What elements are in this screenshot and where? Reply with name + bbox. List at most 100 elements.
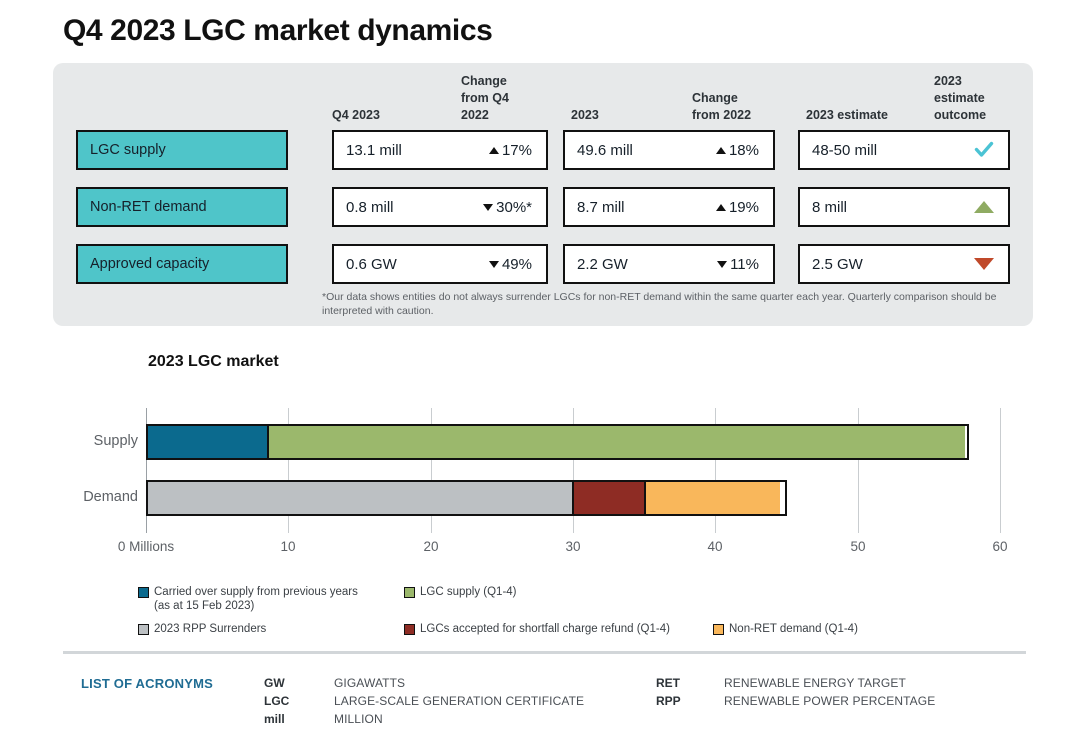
cell-approved-capacity-2023: 2.2 GW 11% [563, 244, 775, 284]
acronyms-title: LIST OF ACRONYMS [81, 676, 213, 691]
bar-demand [146, 480, 787, 516]
cell-delta: 11% [717, 256, 759, 273]
xtick-label-0: 0 Millions [117, 539, 175, 554]
check-icon [974, 141, 994, 159]
acronyms-divider [63, 651, 1026, 654]
cell-lgc-supply-estimate: 48-50 mill [798, 130, 1010, 170]
column-header-outcome-line1: 2023 [934, 74, 962, 88]
triangle-down-icon [717, 260, 728, 268]
cell-non-ret-demand-2023: 8.7 mill 19% [563, 187, 775, 227]
cell-delta-text: 18% [728, 141, 759, 159]
legend-swatch-icon [404, 587, 415, 598]
gridline-10 [288, 408, 289, 533]
summary-footnote: *Our data shows entities do not always s… [322, 291, 997, 317]
cell-approved-capacity-estimate: 2.5 GW [798, 244, 1010, 284]
legend-label-line2: (as at 15 Feb 2023) [154, 599, 255, 612]
legend-label-line1: Carried over supply from previous years [154, 586, 358, 598]
cell-approved-capacity-q4-2023: 0.6 GW 49% [332, 244, 548, 284]
column-header-change-q4-2022-line1: Change [461, 74, 507, 88]
column-header-outcome-line2: estimate [934, 91, 985, 105]
legend-item-lgc-supply: LGC supply (Q1-4) [404, 586, 634, 600]
metric-label-non-ret-demand: Non-RET demand [76, 187, 288, 227]
triangle-down-icon [974, 258, 994, 270]
acronym-value-ret: RENEWABLE ENERGY TARGET [724, 676, 906, 690]
column-header-2023: 2023 [571, 108, 599, 122]
cell-delta-text: 11% [730, 255, 759, 273]
metric-label-text: LGC supply [90, 142, 166, 158]
legend-item-rpp-surrenders: 2023 RPP Surrenders [138, 623, 388, 637]
cell-value: 2.5 GW [812, 255, 863, 273]
cell-delta-text: 49% [501, 255, 532, 273]
legend-label: Carried over supply from previous years … [154, 586, 358, 613]
acronym-key-ret: RET [656, 676, 680, 690]
cell-value: 0.6 GW [346, 255, 397, 273]
acronym-value-rpp: RENEWABLE POWER PERCENTAGE [724, 694, 936, 708]
acronym-key-rpp: RPP [656, 694, 681, 708]
cell-delta-text: 17% [501, 141, 532, 159]
cell-value: 2.2 GW [577, 255, 628, 273]
legend-swatch-icon [713, 624, 724, 635]
triangle-up-icon [974, 201, 994, 213]
bar-segment-non-ret-demand [643, 482, 780, 514]
bar-segment-rpp-surrenders [148, 482, 572, 514]
column-header-change-q4-2022-line3: 2022 [461, 108, 489, 122]
legend-item-shortfall-refund: LGCs accepted for shortfall charge refun… [404, 623, 714, 637]
metric-label-text: Non-RET demand [90, 199, 207, 215]
cell-delta: 17% [488, 141, 532, 159]
cell-delta: 30%* [483, 199, 532, 216]
legend-swatch-icon [404, 624, 415, 635]
legend-item-carried-over-supply: Carried over supply from previous years … [138, 586, 388, 613]
column-header-change-2022-line1: Change [692, 91, 738, 105]
xtick-label-30: 30 [565, 539, 581, 554]
cell-delta-text: 30%* [496, 198, 532, 216]
cell-value: 8.7 mill [577, 198, 625, 216]
bar-segment-shortfall-refund [572, 482, 644, 514]
cell-lgc-supply-2023: 49.6 mill 18% [563, 130, 775, 170]
xtick-label-40: 40 [707, 539, 723, 554]
gridline-40 [715, 408, 716, 533]
cell-value: 13.1 mill [346, 141, 402, 159]
bar-segment-carried-over-supply [148, 426, 267, 458]
column-header-change-2022-line2: from 2022 [692, 108, 752, 122]
bar-supply [146, 424, 969, 460]
column-header-change-q4-2022-line2: from Q4 [461, 91, 509, 105]
legend-label: Non-RET demand (Q1-4) [729, 623, 858, 635]
xtick-label-10: 10 [280, 539, 296, 554]
chart-category-label-supply: Supply [93, 433, 138, 449]
cell-value: 0.8 mill [346, 198, 394, 216]
legend-label: 2023 RPP Surrenders [154, 623, 267, 635]
cell-delta: 19% [715, 198, 759, 216]
page-title: Q4 2023 LGC market dynamics [63, 14, 493, 47]
triangle-down-icon [483, 203, 494, 211]
cell-value: 49.6 mill [577, 141, 633, 159]
metric-label-approved-capacity: Approved capacity [76, 244, 288, 284]
gridline-50 [858, 408, 859, 533]
triangle-down-icon [488, 260, 499, 268]
legend-label: LGCs accepted for shortfall charge refun… [420, 623, 670, 635]
acronym-value-lgc: LARGE-SCALE GENERATION CERTIFICATE [334, 694, 585, 708]
triangle-up-icon [715, 146, 726, 154]
cell-value: 48-50 mill [812, 141, 878, 159]
xtick-label-50: 50 [850, 539, 866, 554]
metric-label-lgc-supply: LGC supply [76, 130, 288, 170]
chart-title: 2023 LGC market [148, 353, 279, 370]
cell-non-ret-demand-q4-2023: 0.8 mill 30%* [332, 187, 548, 227]
legend-swatch-icon [138, 624, 149, 635]
metric-label-text: Approved capacity [90, 256, 210, 272]
acronym-key-lgc: LGC [264, 694, 290, 708]
gridline-60 [1000, 408, 1001, 533]
legend-swatch-icon [138, 587, 149, 598]
legend-item-non-ret-demand: Non-RET demand (Q1-4) [713, 623, 953, 637]
cell-value: 8 mill [812, 198, 848, 216]
cell-delta-text: 19% [728, 198, 759, 216]
cell-delta: 18% [715, 141, 759, 159]
acronym-key-mill: mill [264, 712, 285, 726]
triangle-up-icon [488, 146, 499, 154]
chart-axis-line [146, 408, 147, 533]
chart-category-label-demand: Demand [83, 489, 138, 505]
column-header-q4-2023: Q4 2023 [332, 108, 380, 122]
cell-non-ret-demand-estimate: 8 mill [798, 187, 1010, 227]
acronym-key-gw: GW [264, 676, 285, 690]
column-header-2023-estimate: 2023 estimate [806, 108, 889, 122]
column-header-outcome-line3: outcome [934, 108, 987, 122]
